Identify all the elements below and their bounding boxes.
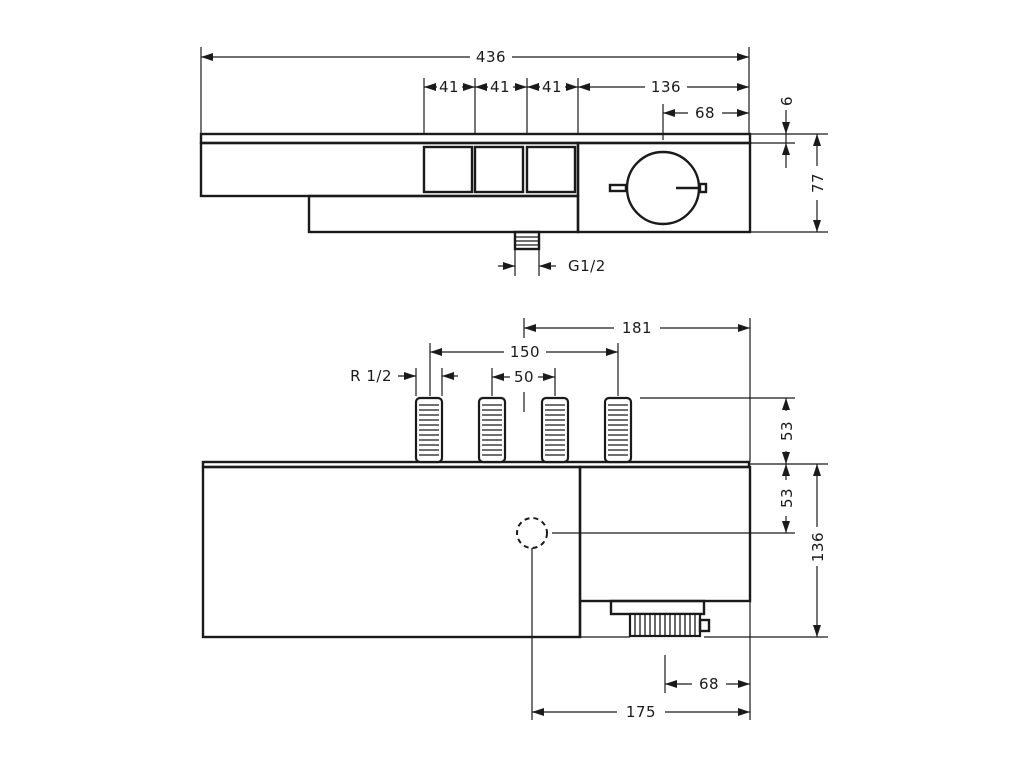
dim-knob-offset-front: 68: [665, 675, 750, 693]
front-thermostat-box: [578, 465, 752, 603]
front-extension-lines: [415, 318, 828, 720]
dim-top-plate-label: 6: [778, 96, 796, 106]
dim-outer-span: 181: [524, 319, 750, 337]
dim-height-top: 77: [809, 134, 827, 232]
thermostat-housing: [576, 141, 752, 234]
dim-outlet-thread: G1/2: [498, 257, 606, 275]
dim-inlet-length: 53: [778, 398, 796, 464]
outlet-thread-lines: [515, 236, 539, 246]
dim-height-top-label: 77: [809, 173, 827, 193]
dim-button-pitch-1-label: 41: [439, 78, 459, 96]
top-plate: [199, 132, 752, 145]
dim-inlet-span-label: 150: [510, 343, 540, 361]
button-2: [473, 145, 525, 194]
dim-overall-width-label: 436: [476, 48, 506, 66]
front-outlet-hidden: [516, 517, 548, 549]
dim-button-pitch-2-label: 41: [490, 78, 510, 96]
inlet-pipe-2: [477, 396, 507, 464]
button-1: [422, 145, 474, 194]
dim-axis-height: 53: [778, 464, 796, 533]
top-extension-lines: [200, 47, 828, 276]
button-panel: [199, 141, 580, 198]
dim-axis-span-label: 175: [626, 703, 656, 721]
front-knob-knurling: [634, 615, 696, 635]
front-knob-cap: [698, 618, 711, 633]
dim-axis-span: 175: [532, 703, 750, 721]
knob-handle-right: [698, 182, 708, 194]
front-main-body: [201, 465, 582, 639]
dim-body-height-label: 136: [809, 532, 827, 562]
dim-top-plate: 6: [778, 96, 796, 168]
button-3: [525, 145, 577, 194]
dim-outlet-thread-label: G1/2: [568, 257, 606, 275]
dim-thermostat-width: 136: [578, 78, 749, 96]
dim-knob-offset-top: 68: [663, 104, 749, 122]
dim-knob-offset-front-label: 68: [699, 675, 719, 693]
top-view: 436 41 41 41 136: [199, 47, 828, 276]
dim-inlet-span: 150: [430, 343, 618, 361]
inlet-pipe-3: [540, 396, 570, 464]
front-view: 181 150 50 R 1/2: [201, 318, 828, 721]
dim-inlet-pitch: 50: [492, 368, 555, 386]
knob-handle-left: [608, 183, 628, 193]
lower-body: [307, 194, 580, 234]
inlet-pipe-1: [414, 396, 444, 464]
dim-outer-span-label: 181: [622, 319, 652, 337]
dim-knob-offset-top-label: 68: [695, 104, 715, 122]
dim-inlet-thread: R 1/2: [350, 367, 458, 385]
dim-inlet-length-label: 53: [778, 421, 796, 441]
dim-body-height: 136: [809, 464, 827, 637]
dim-overall-width: 436: [201, 48, 749, 66]
front-knob-base: [609, 599, 706, 616]
dim-inlet-pitch-label: 50: [514, 368, 534, 386]
dim-axis-height-label: 53: [778, 488, 796, 508]
dim-button-pitches: 41 41 41: [424, 78, 578, 96]
inlet-pipe-4: [603, 396, 633, 464]
dim-button-pitch-3-label: 41: [542, 78, 562, 96]
dim-thermostat-width-label: 136: [651, 78, 681, 96]
dim-inlet-thread-label: R 1/2: [350, 367, 392, 385]
